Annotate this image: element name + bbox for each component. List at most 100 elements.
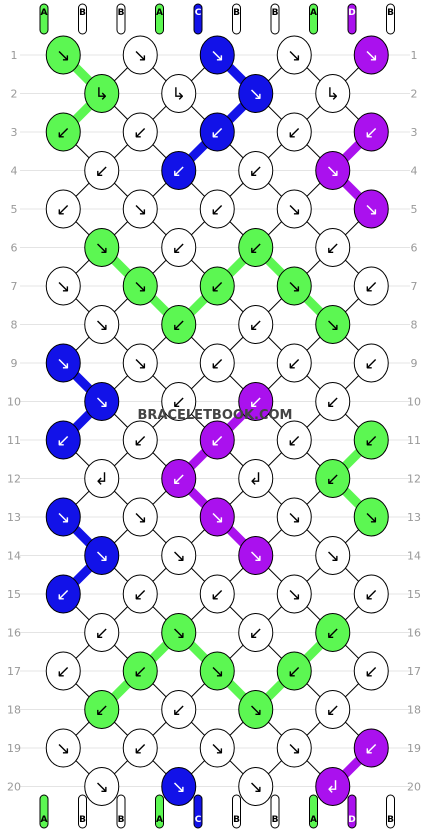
knot-shape <box>161 459 197 498</box>
knot-shape <box>276 35 312 75</box>
knot: ↘ <box>199 651 235 691</box>
row-number-left: 3 <box>11 126 18 139</box>
bottom-strand-label: B <box>79 815 86 825</box>
knot-arrow: ↙ <box>287 354 301 374</box>
knot-arrow: ↙ <box>364 739 378 759</box>
knot-shape <box>238 305 274 344</box>
knot-shape <box>45 266 81 306</box>
knot-shape <box>161 690 197 729</box>
knot: ↘ <box>199 728 235 768</box>
knot-shape <box>122 35 158 75</box>
knot-arrow: ↙ <box>56 585 70 605</box>
knot-arrow: ↙ <box>210 200 224 220</box>
knot-shape <box>238 536 274 575</box>
knot: ↘ <box>238 690 274 729</box>
knot: ↙ <box>45 574 81 614</box>
knot: ↲ <box>84 459 120 498</box>
top-strand-B <box>386 3 395 35</box>
knot-arrow: ↘ <box>95 547 109 567</box>
knot: ↙ <box>276 343 312 383</box>
knot-arrow: ↙ <box>210 431 224 451</box>
knot-shape <box>276 420 312 460</box>
knot: ↘ <box>353 497 389 537</box>
knot-arrow: ↘ <box>133 508 147 528</box>
knot: ↘ <box>353 189 389 229</box>
knot-shape <box>315 459 351 498</box>
knot: ↘ <box>122 343 158 383</box>
knot-shape <box>199 266 235 306</box>
knot-shape <box>84 228 120 267</box>
knot: ↙ <box>238 305 274 344</box>
top-strand-D <box>347 3 357 35</box>
knot-shape <box>315 767 351 806</box>
knot-shape <box>45 574 81 614</box>
knot-arrow: ↘ <box>364 46 378 66</box>
knot-shape <box>315 74 351 113</box>
knot-arrow: ↙ <box>56 123 70 143</box>
knot-arrow: ↳ <box>172 85 186 105</box>
row-number-right: 4 <box>411 165 418 178</box>
row-number-left: 14 <box>7 550 21 563</box>
top-strand-A <box>155 3 164 35</box>
row-number-right: 10 <box>407 396 421 409</box>
knot-arrow: ↘ <box>210 662 224 682</box>
top-strand-B <box>78 3 87 35</box>
knot-arrow: ↘ <box>133 354 147 374</box>
knot-arrow: ↘ <box>287 277 301 297</box>
row-number-left: 7 <box>11 280 18 293</box>
top-strand-label: B <box>79 8 86 18</box>
knot-arrow: ↲ <box>326 778 340 798</box>
knot-shape <box>199 497 235 537</box>
knot: ↘ <box>122 189 158 229</box>
knot-shape <box>84 767 120 806</box>
bottom-strand-label: A <box>310 815 317 825</box>
knot-arrow: ↘ <box>287 585 301 605</box>
knot-shape <box>161 305 197 344</box>
knot: ↘ <box>238 536 274 575</box>
knot-shape <box>238 74 274 113</box>
bottom-strand-B <box>78 794 87 829</box>
knot: ↙ <box>238 382 274 421</box>
knot: ↘ <box>238 767 274 806</box>
knot: ↲ <box>238 459 274 498</box>
knot-arrow: ↘ <box>133 200 147 220</box>
bottom-strand-label: B <box>118 815 125 825</box>
knot: ↘ <box>45 497 81 537</box>
top-strand-B <box>232 3 241 35</box>
knot: ↙ <box>238 151 274 190</box>
knot-shape <box>353 35 389 75</box>
knot-arrow: ↙ <box>326 239 340 259</box>
row-number-right: 1 <box>411 49 418 62</box>
knot: ↘ <box>122 266 158 306</box>
row-number-left: 9 <box>11 357 18 370</box>
knot: ↙ <box>315 690 351 729</box>
knot-arrow: ↙ <box>172 470 186 490</box>
knot-arrow: ↙ <box>172 239 186 259</box>
knot-arrow: ↙ <box>133 431 147 451</box>
knot-arrow: ↙ <box>287 431 301 451</box>
knot-arrow: ↙ <box>364 123 378 143</box>
knot-arrow: ↙ <box>133 739 147 759</box>
knot: ↘ <box>276 35 312 75</box>
knot: ↘ <box>45 266 81 306</box>
knot-shape <box>315 382 351 421</box>
knot: ↘ <box>276 728 312 768</box>
row-number-left: 11 <box>7 434 21 447</box>
knot-arrow: ↙ <box>326 701 340 721</box>
knot-shape <box>238 459 274 498</box>
knot-arrow: ↘ <box>210 508 224 528</box>
knot: ↙ <box>238 228 274 267</box>
knot-arrow: ↘ <box>249 701 263 721</box>
row-number-right: 11 <box>407 434 421 447</box>
knot: ↙ <box>199 189 235 229</box>
knot: ↘ <box>161 767 197 806</box>
knot: ↘ <box>276 266 312 306</box>
bottom-strand-B <box>270 794 280 829</box>
knot: ↘ <box>45 35 81 75</box>
knot: ↙ <box>353 343 389 383</box>
knot-arrow: ↘ <box>56 354 70 374</box>
knot-shape <box>353 420 389 460</box>
knot-shape <box>45 651 81 691</box>
knot-shape <box>315 305 351 344</box>
